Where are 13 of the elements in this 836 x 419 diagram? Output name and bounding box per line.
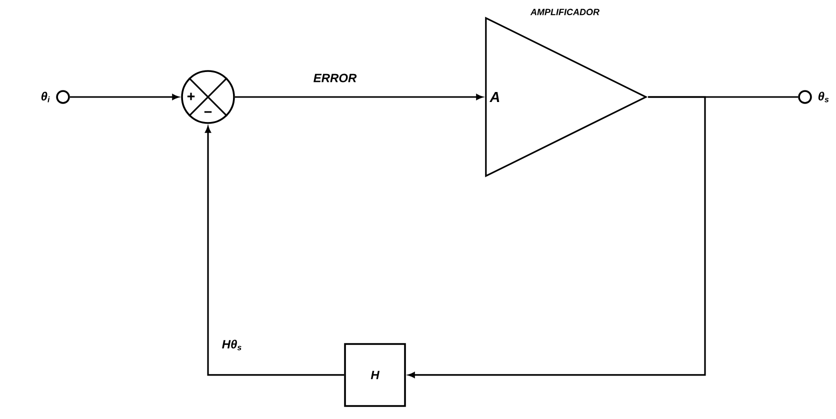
terminal-circle bbox=[798, 90, 812, 104]
block-box: H bbox=[344, 343, 406, 407]
terminal-circle bbox=[56, 90, 70, 104]
edge-label: ERROR bbox=[314, 74, 357, 82]
node-caption: θ$_{s}$ bbox=[818, 92, 829, 102]
edge-label: Hθ$_{s}$ bbox=[222, 340, 242, 350]
arrow bbox=[205, 126, 344, 376]
node-caption: AMPLIFICADOR bbox=[530, 8, 600, 16]
summing-junction: + − bbox=[181, 70, 235, 124]
arrow bbox=[408, 96, 706, 378]
arrow bbox=[234, 94, 483, 100]
arrow bbox=[70, 94, 179, 100]
node-caption: θ$_{i}$ bbox=[41, 92, 50, 102]
